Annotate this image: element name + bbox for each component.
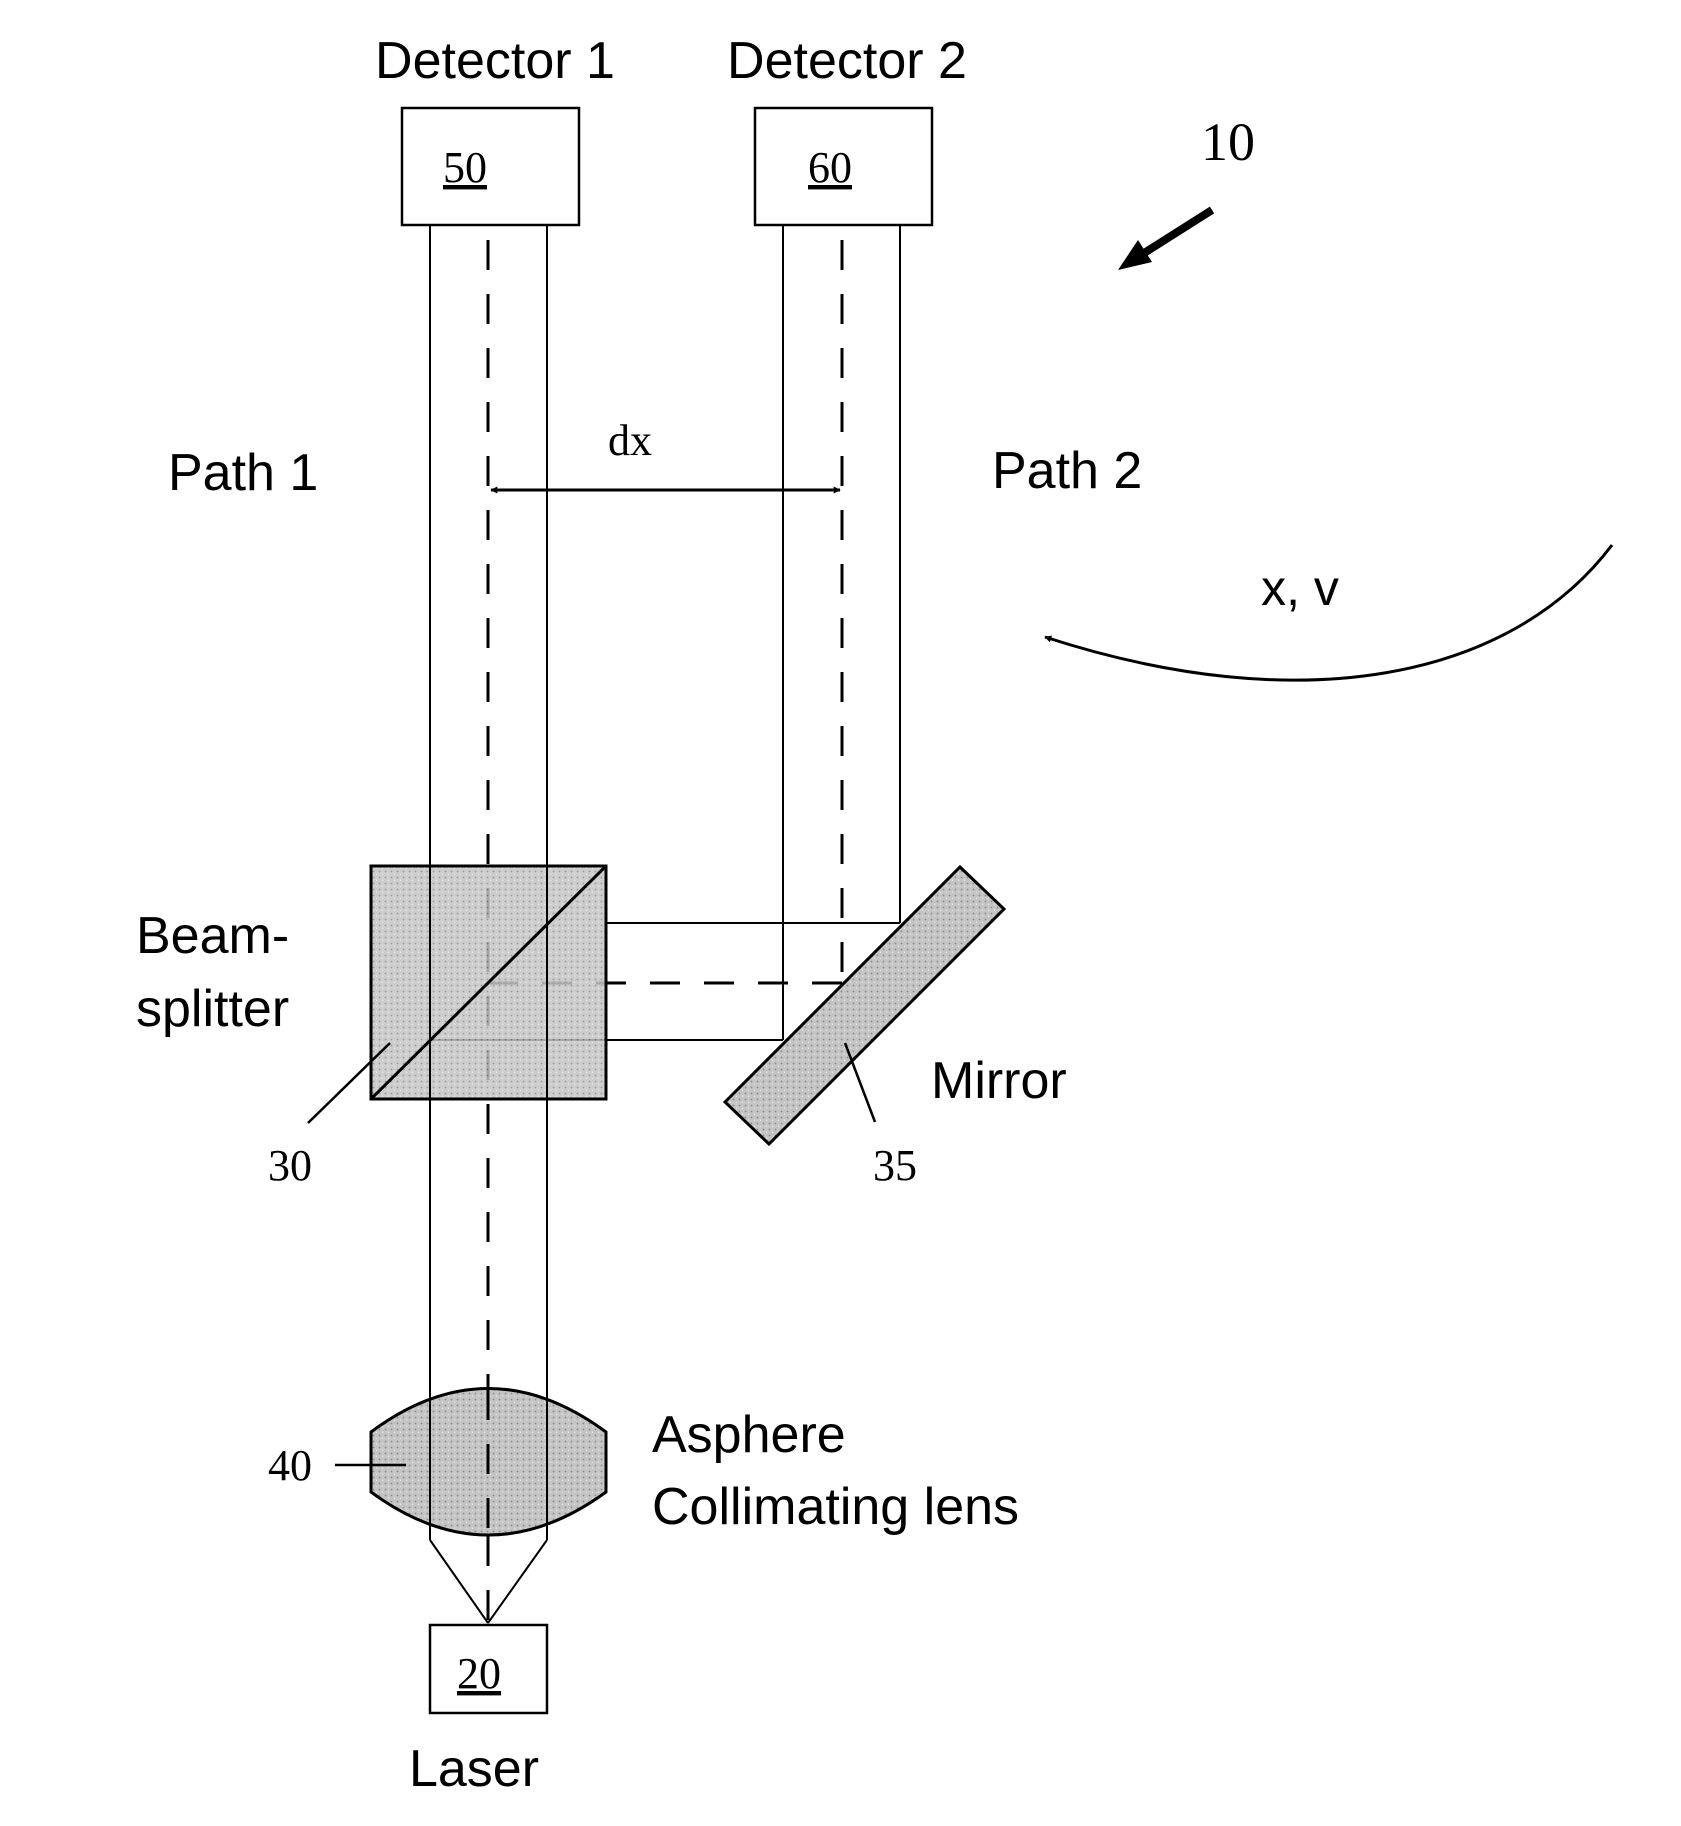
asphere-lens	[371, 1389, 606, 1541]
detector1-box: 50	[402, 108, 579, 225]
detector1-label: Detector 1	[375, 32, 615, 90]
motion-arrow: x, v	[1045, 545, 1612, 680]
path1-label: Path 1	[168, 444, 318, 502]
path2-label: Path 2	[992, 442, 1142, 500]
mirror-ref: 35	[873, 1141, 917, 1190]
detector2-ref: 60	[808, 143, 852, 192]
dx-label: dx	[608, 416, 652, 465]
beamsplitter-ref: 30	[268, 1141, 312, 1190]
detector2-label: Detector 2	[727, 32, 967, 90]
system-ref-arrow: 10	[1118, 112, 1255, 270]
dx-dimension: dx	[491, 416, 840, 490]
lens-label-line2: Collimating lens	[652, 1478, 1019, 1536]
detector1-ref: 50	[443, 143, 487, 192]
beamsplitter-cube	[371, 866, 606, 1099]
lens-ref: 40	[268, 1441, 312, 1490]
lens-label-line1: Asphere	[652, 1406, 846, 1464]
detector2-box: 60	[755, 108, 932, 225]
beamsplitter-label-line1: Beam-	[136, 907, 289, 965]
motion-label: x, v	[1261, 560, 1339, 616]
laser-box: 20	[430, 1625, 547, 1713]
laser-label: Laser	[409, 1740, 539, 1798]
beamsplitter-label-line2: splitter	[136, 980, 289, 1038]
system-ref: 10	[1201, 112, 1255, 172]
laser-ref: 20	[457, 1649, 501, 1698]
leader-35: 35	[845, 1043, 917, 1190]
mirror-label: Mirror	[931, 1052, 1067, 1110]
